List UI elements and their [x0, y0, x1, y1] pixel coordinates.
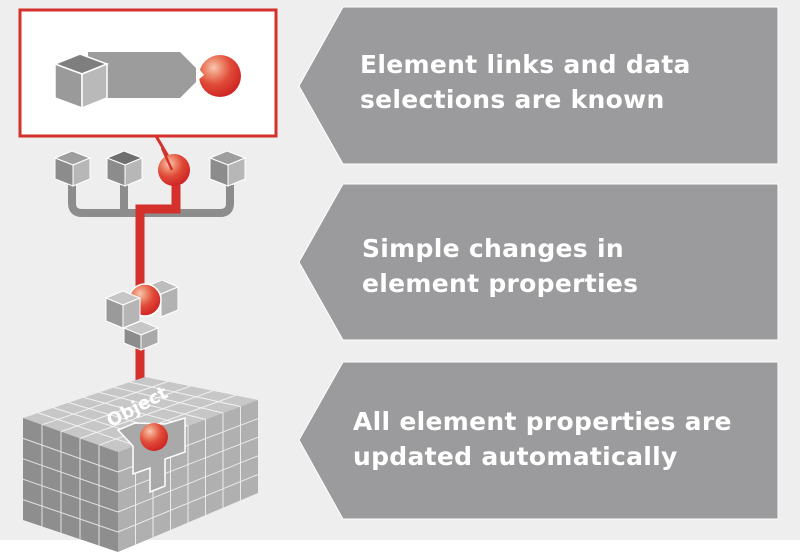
cube-icon [53, 150, 92, 187]
grid-line [22, 499, 119, 533]
grid-line [117, 455, 259, 513]
component-tree [53, 147, 247, 380]
sphere-icon [158, 154, 190, 186]
step-3-line-2: updated automatically [353, 442, 678, 471]
grid-line [99, 391, 206, 420]
arrow-shape [88, 52, 203, 98]
grid-line [60, 385, 191, 433]
grid-line [38, 412, 136, 446]
step-2-line-1: Simple changes in [362, 234, 624, 263]
grid-line [22, 458, 119, 493]
grid-line [129, 381, 241, 407]
grid-line [117, 436, 259, 493]
grid-line [41, 381, 168, 426]
step-3-line-1: All element properties are [353, 407, 732, 436]
grid-line [114, 386, 224, 414]
step-banner-2: Simple changes in element properties [298, 183, 779, 341]
link-detail-box [18, 8, 278, 138]
cube-icon [208, 150, 247, 187]
cube-icon [52, 53, 110, 110]
grid-line [98, 394, 236, 446]
sphere-icon [116, 416, 186, 494]
step-1-line-1: Element links and data [360, 50, 691, 79]
step-1-line-2: selections are known [360, 85, 665, 114]
grid-line [83, 397, 189, 427]
grid-line [117, 473, 259, 533]
sphere-icon [196, 55, 241, 97]
banner-arrow-shape [298, 6, 779, 165]
step-banner-1: Element links and data selections are kn… [298, 6, 779, 165]
step-2-line-2: element properties [362, 269, 639, 298]
grid-line [22, 437, 119, 473]
banner-arrow-shape [298, 183, 779, 341]
step-banner-3: All element properties are updated autom… [298, 361, 779, 520]
diagram-illustration: Object [18, 8, 278, 552]
sphere-in-cube-cluster [104, 279, 180, 351]
banner-arrow-shape [298, 361, 779, 520]
grid-line [79, 390, 213, 439]
step-2-text: Simple changes in element properties [362, 231, 638, 301]
step-1-text: Element links and data selections are kn… [360, 47, 691, 117]
step-3-text: All element properties are updated autom… [353, 404, 732, 474]
grid-line [22, 478, 119, 513]
cube-icon [105, 150, 144, 187]
